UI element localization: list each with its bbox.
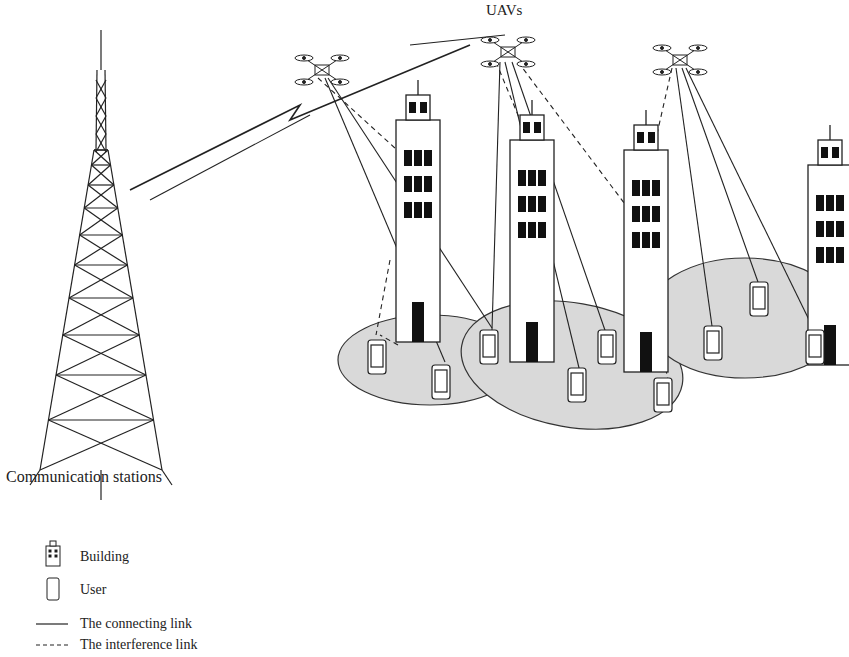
legend-text: Building <box>80 549 129 564</box>
legend-interference-line <box>36 644 68 645</box>
users <box>368 282 824 412</box>
legend-user-icon <box>47 578 59 600</box>
legend-connecting-line <box>36 623 68 624</box>
tower <box>30 30 172 500</box>
legend-text: The interference link <box>80 637 197 652</box>
legend-text: User <box>80 582 106 597</box>
building-windows <box>404 102 844 372</box>
figure-label: UAVs <box>486 2 522 19</box>
uavs <box>295 37 707 85</box>
legend-text: The connecting link <box>80 616 192 631</box>
links <box>130 35 814 380</box>
legend-building-icon <box>46 541 60 566</box>
figure-label: Communication stations <box>6 468 162 486</box>
buildings <box>396 80 849 372</box>
